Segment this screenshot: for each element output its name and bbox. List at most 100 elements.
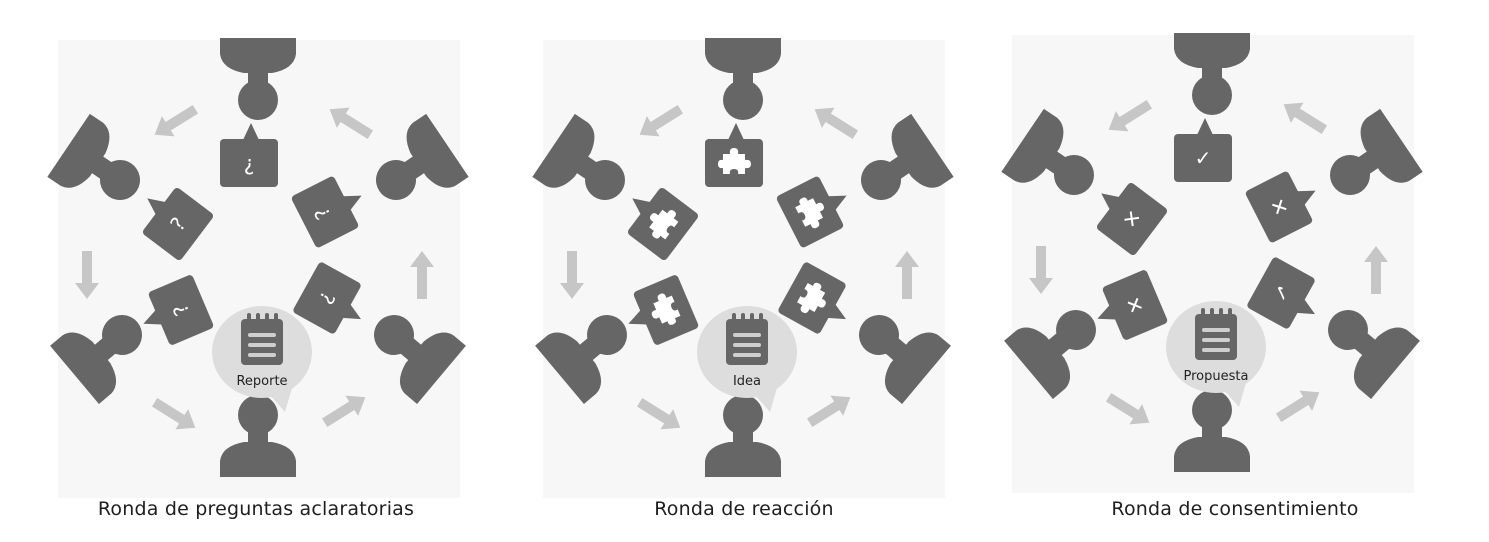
bubble-body [148,275,214,345]
arrow-shape [1364,246,1388,294]
person-shoulders [220,38,296,73]
speech-bubble: ✕ [1245,171,1316,243]
center-bubble: Reporte [212,306,312,412]
center-label: Propuesta [1184,369,1249,384]
person-shoulders [891,113,954,188]
person-shoulders [399,332,466,404]
person-neck [733,70,753,90]
person-bottom-presenter [1174,390,1250,472]
person-top [705,38,781,120]
bubble-tail [243,123,259,140]
flow-arrow [814,107,859,139]
bubble-tail [827,195,847,211]
speech-bubble [628,275,699,345]
puzzle-icon [795,197,824,229]
caption-clarifying-questions: Ronda de preguntas aclaratorias [97,498,415,520]
bubble-tail [1197,118,1213,135]
person-right-lower [1328,310,1420,399]
arrow-shape [151,398,196,430]
arrow-shape [560,251,584,299]
bubble-body [1102,270,1168,340]
speech-bubble: ? [143,275,214,345]
round-panel-1: ¿?¿??Reporte [47,38,469,498]
person-shoulders [1004,327,1071,399]
speech-bubble: ✕ [1096,182,1168,256]
person-shoulders [1360,108,1423,183]
flow-arrow [560,251,584,299]
center-label: Idea [733,374,761,389]
arrow-shape [895,251,919,299]
arrow-shape [329,107,374,139]
arrow-shape [1105,393,1150,425]
bubble-tail [628,309,648,325]
person-left-lower [535,315,627,404]
round-panel-3: ✓✕✕✕✓Propuesta [1001,33,1423,493]
arrow-shape [1283,102,1328,134]
person-shoulders [406,113,469,188]
flow-arrow [1105,393,1150,425]
arrow-shape [321,395,366,427]
arrow-shape [1275,390,1320,422]
person-left-upper [1001,108,1094,195]
center-bubble: Propuesta [1166,301,1266,407]
arrow-shape [410,251,434,299]
flow-arrow [639,105,684,137]
person-neck [1202,420,1222,440]
caption-reaction: Ronda de reacción [654,498,834,520]
bubble-tail [1296,298,1316,315]
speech-bubble [705,123,763,187]
flow-arrow [1275,390,1320,422]
bubble-tail [1097,304,1117,320]
puzzle-icon [649,209,679,240]
puzzle-icon [718,148,751,174]
arrow-shape [636,398,681,430]
round-panel-2: Idea [532,38,954,498]
flow-arrow [321,395,366,427]
person-left-upper [47,113,140,200]
flow-arrow [1108,100,1153,132]
person-right-lower [859,315,951,404]
flow-arrow [1364,246,1388,294]
speech-bubble: ¿ [291,176,362,248]
speech-bubble: ✕ [1097,270,1168,340]
bubble-body [142,187,214,261]
flow-arrow [806,395,851,427]
speech-bubble: ¿ [220,123,278,187]
bubble-tail [728,123,744,140]
arrow-shape [1108,100,1153,132]
flow-arrow [154,105,199,137]
person-shoulders [1001,108,1064,183]
person-right-upper [376,113,469,200]
flow-arrow [329,107,374,139]
flow-arrow [1283,102,1328,134]
bubble-tail [342,195,362,211]
person-shoulders [705,38,781,73]
person-right-upper [861,113,954,200]
flow-arrow [410,251,434,299]
person-right-lower [374,315,466,404]
person-bottom-presenter [705,395,781,477]
person-neck [733,425,753,445]
bubble-tail [147,198,166,215]
person-shoulders [220,442,296,477]
speech-bubble: ? [293,262,362,334]
bubble-tail [342,303,362,320]
speech-bubble [627,187,699,261]
bubble-tail [1101,193,1120,210]
person-right-upper [1330,108,1423,195]
bubble-tail [827,303,847,320]
arrow-shape [154,105,199,137]
speech-bubble: ? [142,187,214,261]
flow-arrow [895,251,919,299]
flow-arrow [636,398,681,430]
person-shoulders [535,332,602,404]
person-top [220,38,296,120]
notepad-icon [726,313,768,365]
person-shoulders [1353,327,1420,399]
puzzle-icon [651,293,681,325]
notepad-icon [1195,308,1237,360]
person-left-upper [532,113,625,200]
bubble-body [291,176,359,248]
person-shoulders [1174,437,1250,472]
person-shoulders [47,113,110,188]
